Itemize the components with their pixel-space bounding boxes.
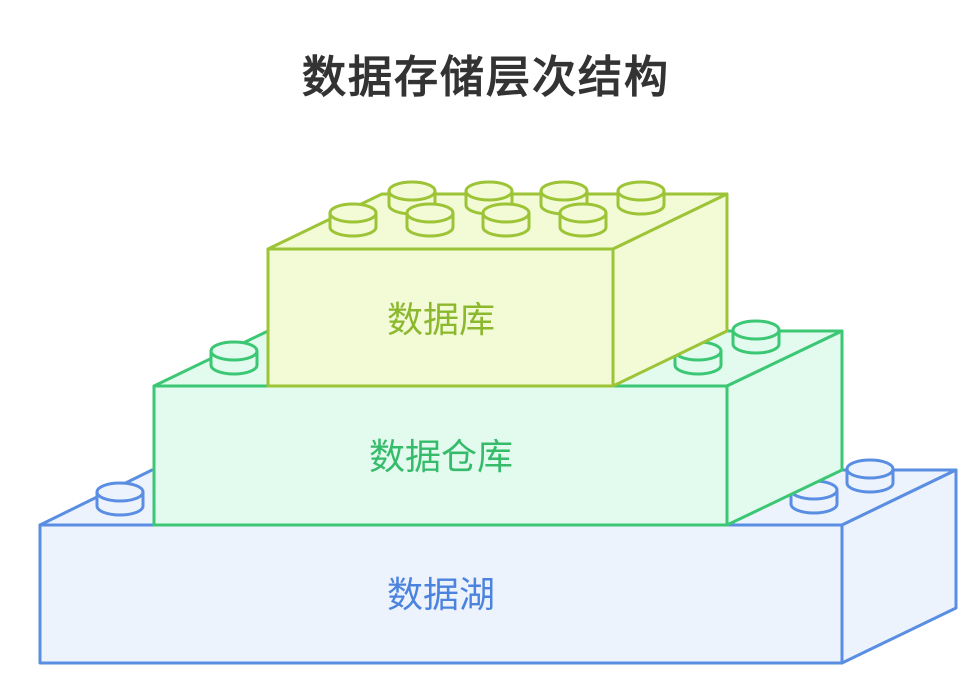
- data-lake-block-front-face: [38, 523, 844, 665]
- database-label: 数据库: [387, 300, 495, 341]
- database-stud: [558, 202, 608, 238]
- data-lake-stud: [95, 481, 145, 517]
- database-stud: [481, 202, 531, 238]
- database-block: 数据库: [266, 180, 729, 388]
- data-warehouse-stud: [209, 340, 259, 376]
- data-warehouse-label: 数据仓库: [369, 437, 513, 478]
- database-block-front-face: [266, 247, 615, 388]
- database-stud: [616, 180, 666, 216]
- data-lake-stud: [845, 458, 895, 494]
- database-stud: [405, 202, 455, 238]
- data-warehouse-stud: [731, 319, 781, 355]
- data-warehouse-block-front-face: [152, 384, 729, 527]
- data-lake-label: 数据湖: [387, 575, 495, 616]
- database-stud: [328, 202, 378, 238]
- page-title: 数据存储层次结构: [302, 52, 670, 103]
